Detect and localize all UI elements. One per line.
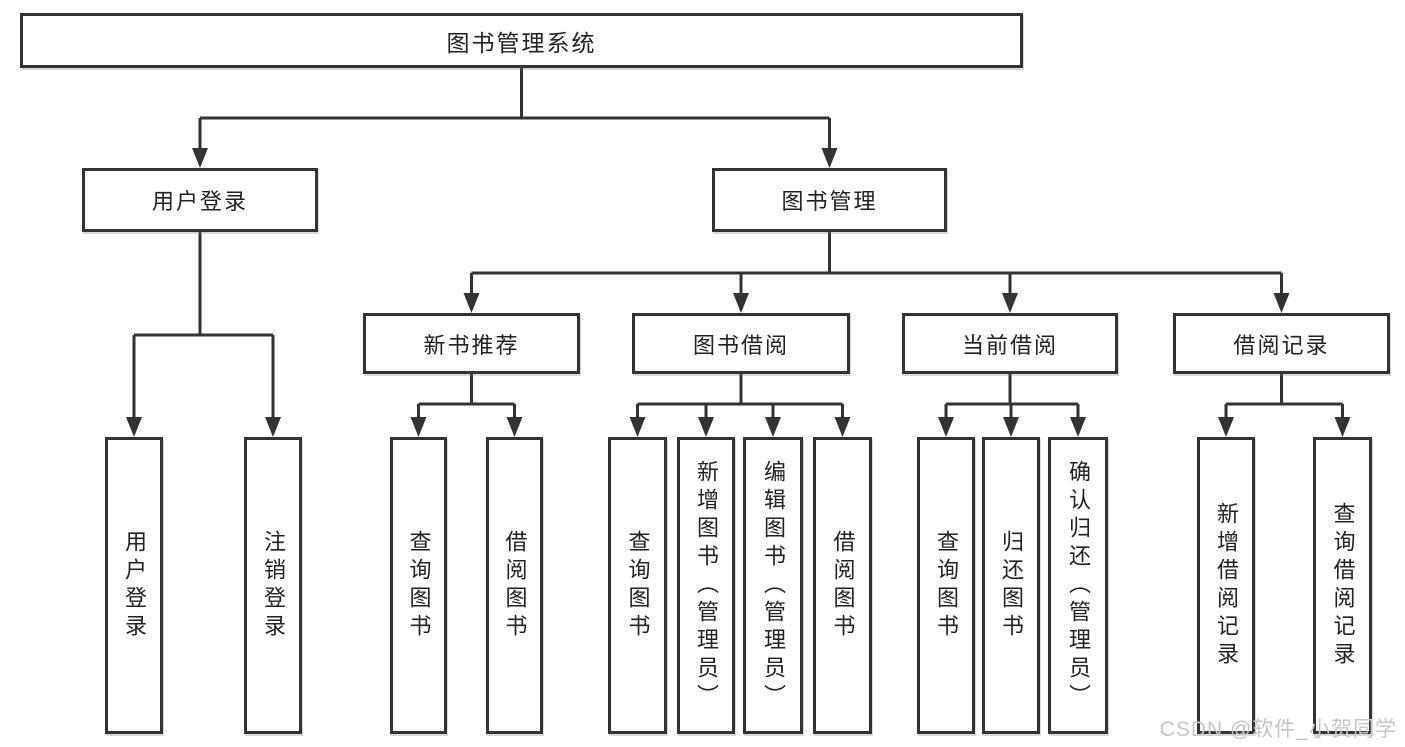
leaf-bb-query-books-label: 查询图书 [625,529,651,642]
leaf-bb-add-books-admin-label: 新增图书（管理员） [694,459,719,712]
leaf-bb-borrow-books: 借阅图书 [813,437,872,734]
leaf-bb-edit-books-admin-label: 编辑图书（管理员） [761,459,786,712]
leaf-cb-query-books: 查询图书 [917,437,975,734]
connector-book-management-to-level3 [463,232,1290,313]
leaf-bb-borrow-books-label: 借阅图书 [830,529,856,642]
connector-root-to-level2 [192,68,838,168]
leaf-br-query-record-label: 查询借阅记录 [1330,501,1356,670]
leaf-logout: 注销登录 [244,437,302,734]
leaf-br-add-record: 新增借阅记录 [1197,437,1255,734]
leaf-cb-return-books-label: 归还图书 [999,529,1024,642]
node-current-borrow: 当前借阅 [902,313,1118,374]
connector-current-borrow-to-leaves [938,374,1086,437]
leaf-br-query-record: 查询借阅记录 [1313,437,1372,734]
leaf-user-login-label: 用户登录 [122,529,147,642]
leaf-cb-return-books: 归还图书 [982,437,1040,734]
leaf-cb-confirm-return-admin-label: 确认归还（管理员） [1066,459,1091,712]
leaf-user-login: 用户登录 [105,437,163,734]
leaf-nbr-borrow-books: 借阅图书 [486,437,543,734]
connector-user-login-to-leaves [126,232,281,437]
connector-book-borrow-to-leaves [629,374,851,437]
node-book-management: 图书管理 [712,168,947,232]
leaf-logout-label: 注销登录 [261,529,286,642]
leaf-nbr-borrow-books-label: 借阅图书 [502,529,528,642]
leaf-bb-add-books-admin: 新增图书（管理员） [677,437,735,734]
node-new-book-recommend: 新书推荐 [363,313,580,374]
connector-borrow-records-to-leaves [1218,374,1351,437]
leaf-bb-edit-books-admin: 编辑图书（管理员） [743,437,803,734]
csdn-watermark: CSDN @软件_小贺同学 [1159,718,1397,741]
leaf-nbr-query-books: 查询图书 [390,437,447,734]
node-user-login: 用户登录 [82,168,318,232]
leaf-cb-confirm-return-admin: 确认归还（管理员） [1048,437,1108,734]
leaf-nbr-query-books-label: 查询图书 [406,529,432,642]
node-root-library-system: 图书管理系统 [20,13,1023,68]
leaf-br-add-record-label: 新增借阅记录 [1214,501,1239,670]
leaf-cb-query-books-label: 查询图书 [934,529,959,642]
leaf-bb-query-books: 查询图书 [608,437,667,734]
connector-new-book-recommend-to-leaves [410,374,523,437]
node-book-borrow: 图书借阅 [632,313,850,374]
node-borrow-records: 借阅记录 [1173,313,1390,374]
